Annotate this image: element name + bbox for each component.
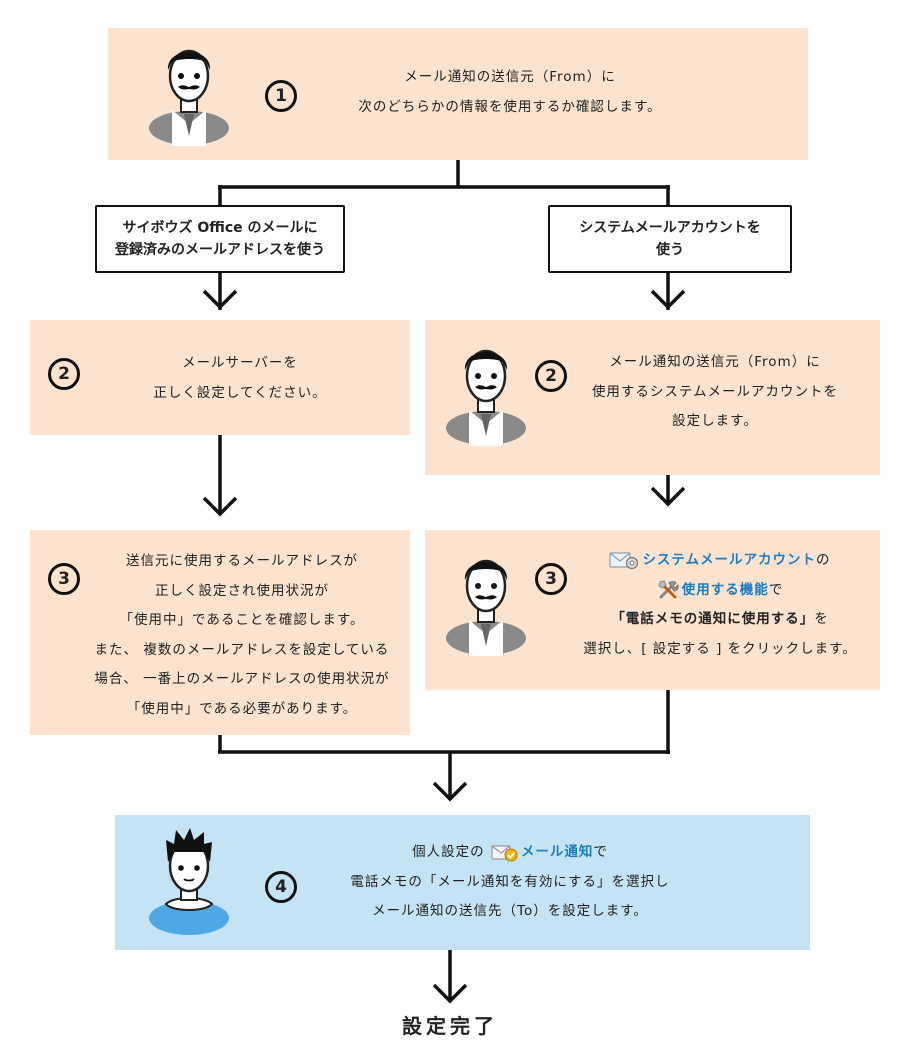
mail-gear-icon [609,552,639,570]
right-step2-text: メール通知の送信元（From）に 使用するシステムメールアカウントを 設定します… [591,354,839,429]
down-arrow-icon [202,289,686,1004]
branch-right-box: システムメールアカウントを 使う [548,205,792,273]
step4-number: 4 [265,871,297,903]
branch-left-box: サイボウズ Office のメールに 登録済みのメールアドレスを使う [95,205,345,273]
mail-notification-link[interactable]: メール通知 [520,844,594,860]
right-step3-number: 3 [535,563,567,595]
step1-number: 1 [265,80,297,112]
left-step2-number: 2 [48,358,80,390]
mail-check-icon [491,845,518,862]
use-function-link[interactable]: 使用する機能 [681,581,769,598]
step4-text: 個人設定の メール通知で 電話メモの「メール通知を有効にする」を選択し メール通… [350,844,670,919]
tools-icon [658,580,679,598]
left-step3-number: 3 [48,563,80,595]
left-step2-text: メールサーバーを 正しく設定してください。 [153,355,327,401]
left-step3-box [30,530,410,735]
step1-text: メール通知の送信元（From）に 次のどちらかの情報を使用するか確認します。 [358,69,662,115]
final-label: 設定完了 [402,1014,498,1038]
right-step2-number: 2 [535,360,567,392]
right-step3-box [425,530,880,690]
step1-box [108,28,808,160]
right-step3-text: システムメールアカウントの 使用する機能で 「電話メモの通知に使用する」を 選択… [583,552,857,657]
user-avatar-icon [149,828,229,935]
admin-avatar-icon [446,559,526,656]
left-step3-text: 送信元に使用するメールアドレスが 正しく設定され使用状況が 「使用中」であること… [94,553,390,717]
step4-box [115,815,810,950]
right-step2-box [425,320,880,475]
admin-avatar-icon [149,49,229,146]
system-mail-account-link[interactable]: システムメールアカウント [642,552,817,568]
admin-avatar-icon [446,349,526,446]
left-step2-box [30,320,410,435]
